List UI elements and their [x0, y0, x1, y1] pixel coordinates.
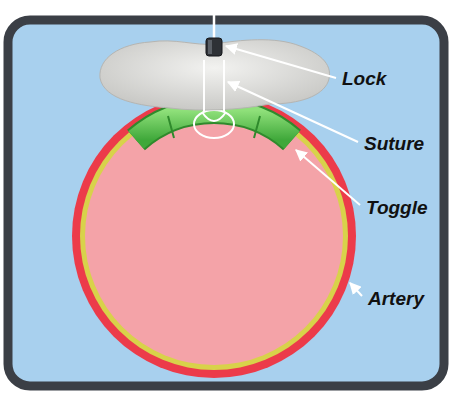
leader-line [228, 82, 358, 142]
frame [8, 20, 444, 386]
toggle [136, 111, 292, 140]
leader-line [226, 46, 336, 78]
lock-thread [213, 0, 216, 40]
toggle-segments [168, 116, 260, 138]
part-label: Toggle [366, 198, 428, 217]
artery-lumen [85, 107, 343, 365]
lock [206, 38, 222, 56]
toggle-outline [136, 111, 292, 140]
part-label: Suture [364, 134, 424, 153]
artery-wall [72, 94, 356, 378]
part-label: Lock [342, 69, 386, 88]
artery-intima [80, 102, 348, 370]
lock-shine [208, 40, 212, 54]
toggle-hole [194, 110, 234, 138]
leader-line [296, 150, 360, 205]
suture-loop [202, 112, 226, 121]
leader-line [350, 283, 362, 296]
part-label: Artery [368, 289, 424, 308]
suture [204, 60, 224, 112]
